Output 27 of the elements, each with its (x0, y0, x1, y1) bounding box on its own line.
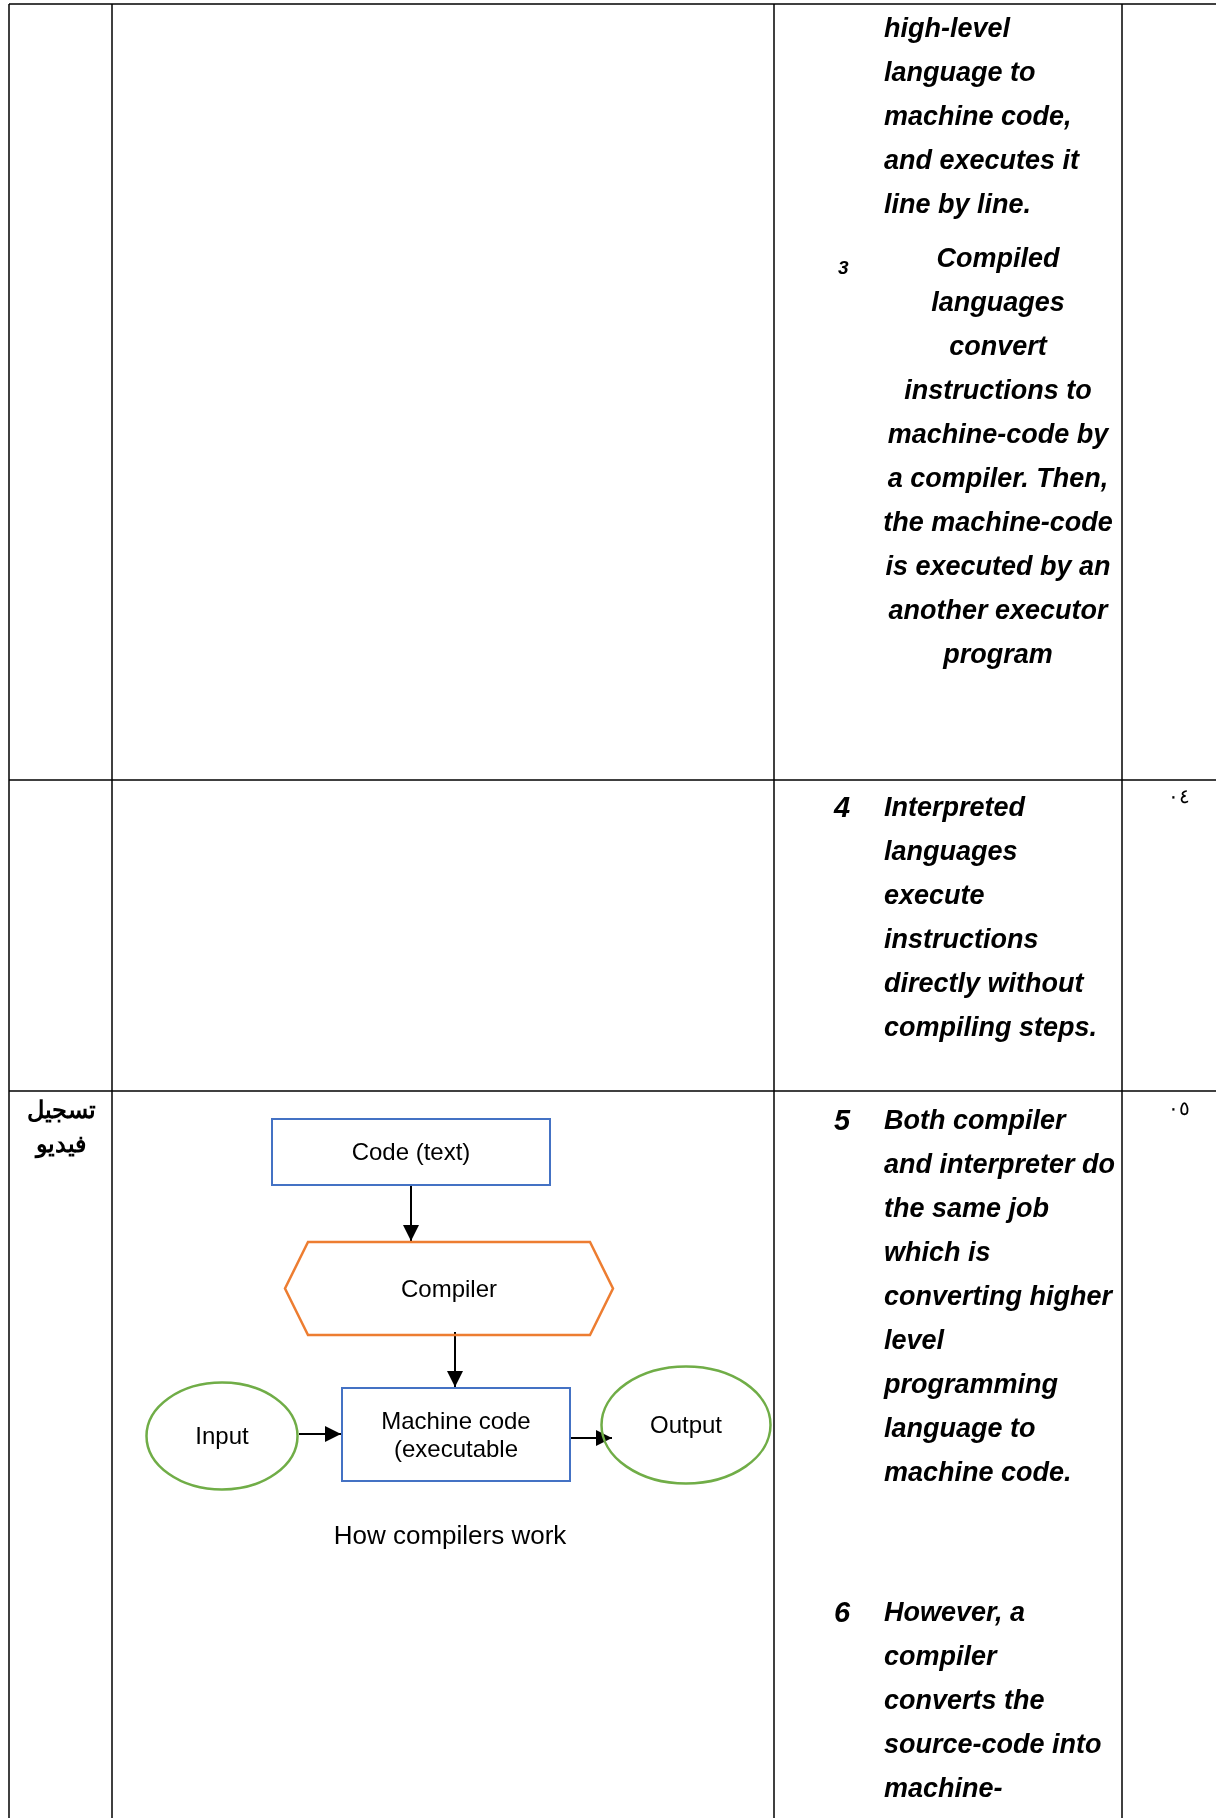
input-ellipse (145, 1381, 299, 1491)
node-label: Output (648, 1411, 723, 1439)
cell-text: high-level language to machine code, and executes it line by line. (884, 12, 1081, 221)
process-box (271, 1118, 551, 1186)
item-number: 5 (834, 1103, 852, 1138)
item-number: 4 (834, 790, 852, 825)
cell-text: However, a compiler converts the source-code into machine- (884, 1596, 1103, 1805)
arrow (403, 1185, 419, 1242)
cell-text: Interpreted languages execute instructions directly without compiling steps. (884, 791, 1099, 1044)
cell-text: Compiled languages convert instructions to machine-code by a compiler. Then, the machine-code is executed by an another executor program (882, 242, 1114, 671)
process-hexagon (284, 1241, 614, 1336)
process-box (341, 1387, 571, 1482)
cell-text: Both compiler and interpreter do the same job which is converting higher level programming language to machine code. (884, 1104, 1116, 1489)
arrow (298, 1426, 342, 1442)
item-number: 6 (834, 1595, 852, 1630)
row-label: تسجيل فيديو (25, 1095, 97, 1161)
node-label: Input (194, 1422, 250, 1450)
node-label: Code (text) (350, 1138, 472, 1166)
node-label: Machine code (executable (380, 1406, 532, 1463)
row-number: ٠٥ (1167, 1096, 1190, 1120)
output-ellipse (600, 1365, 772, 1485)
row-number: ٠٤ (1167, 784, 1190, 808)
item-number: 3 (838, 256, 850, 280)
arrow (447, 1331, 463, 1388)
arrow (570, 1430, 613, 1446)
node-label: Compiler (400, 1274, 498, 1303)
figure-caption: How compilers work (332, 1520, 568, 1551)
